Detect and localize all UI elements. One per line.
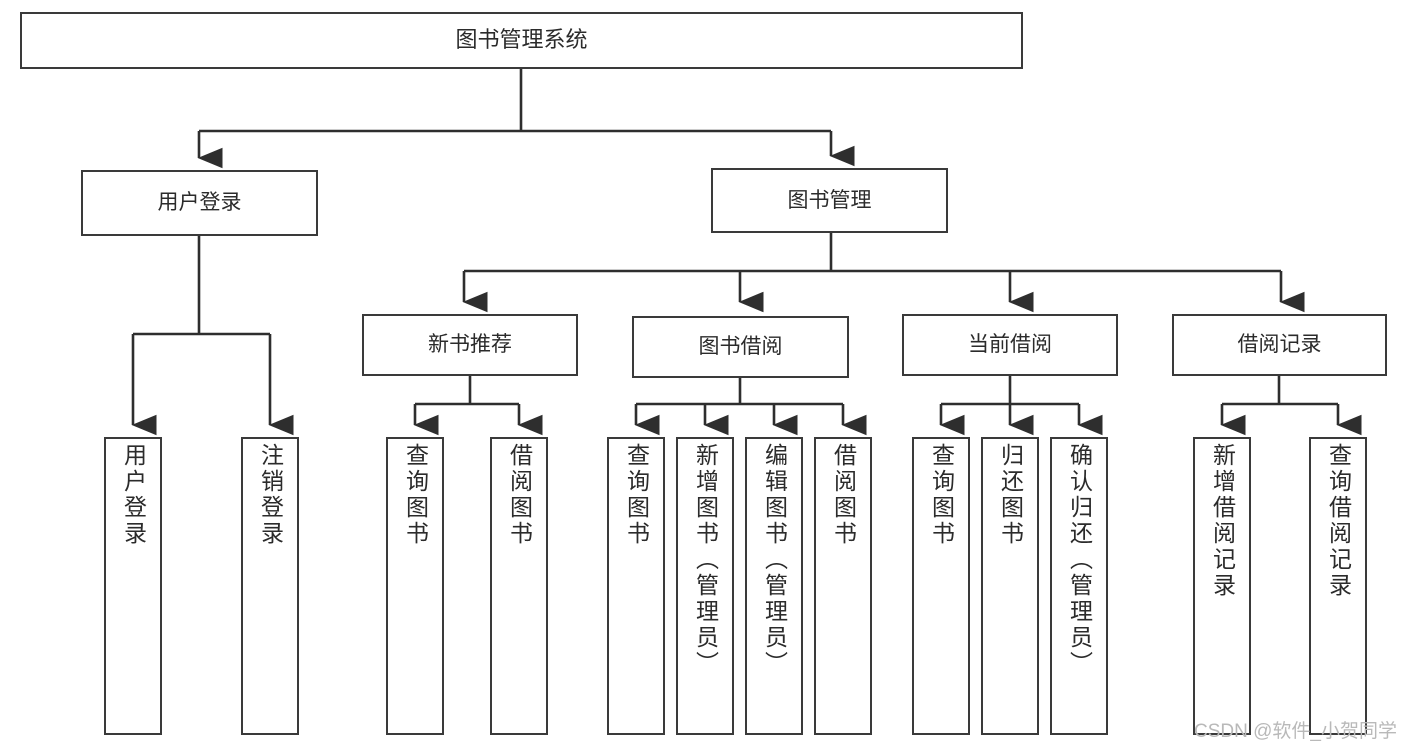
leaf-current-borrow-query[interactable]: 查询图书 [912, 437, 970, 735]
node-label: 注销登录 [257, 443, 284, 547]
node-label: 新增图书（管理员） [692, 443, 719, 677]
leaf-book-borrow-add[interactable]: 新增图书（管理员） [676, 437, 734, 735]
leaf-borrow-record-query[interactable]: 查询借阅记录 [1309, 437, 1367, 735]
node-label: 编辑图书（管理员） [761, 443, 788, 677]
leaf-current-borrow-return[interactable]: 归还图书 [981, 437, 1039, 735]
node-label: 查询图书 [402, 443, 429, 547]
node-label: 图书管理系统 [455, 27, 588, 53]
node-label: 借阅图书 [830, 443, 857, 547]
leaf-borrow-record-add[interactable]: 新增借阅记录 [1193, 437, 1251, 735]
node-label: 查询图书 [928, 443, 955, 547]
leaf-current-borrow-confirm-return[interactable]: 确认归还（管理员） [1050, 437, 1108, 735]
node-label: 用户登录 [120, 443, 147, 547]
leaf-new-book-query[interactable]: 查询图书 [386, 437, 444, 735]
node-label: 查询图书 [623, 443, 650, 547]
node-label: 用户登录 [157, 191, 242, 215]
node-label: 当前借阅 [968, 333, 1052, 357]
node-book-management[interactable]: 图书管理 [711, 168, 948, 233]
node-new-book-recommend[interactable]: 新书推荐 [362, 314, 578, 376]
node-current-borrow[interactable]: 当前借阅 [902, 314, 1118, 376]
node-root-system[interactable]: 图书管理系统 [20, 12, 1023, 69]
node-label: 归还图书 [997, 443, 1024, 547]
node-book-borrow[interactable]: 图书借阅 [632, 316, 849, 378]
node-borrow-record[interactable]: 借阅记录 [1172, 314, 1387, 376]
leaf-book-borrow-borrow[interactable]: 借阅图书 [814, 437, 872, 735]
node-label: 确认归还（管理员） [1066, 443, 1093, 677]
node-label: 查询借阅记录 [1325, 443, 1352, 599]
leaf-user-login-login[interactable]: 用户登录 [104, 437, 162, 735]
node-label: 借阅记录 [1237, 333, 1322, 357]
node-user-login[interactable]: 用户登录 [81, 170, 318, 236]
leaf-book-borrow-edit[interactable]: 编辑图书（管理员） [745, 437, 803, 735]
leaf-user-login-logout[interactable]: 注销登录 [241, 437, 299, 735]
leaf-new-book-borrow[interactable]: 借阅图书 [490, 437, 548, 735]
leaf-book-borrow-query[interactable]: 查询图书 [607, 437, 665, 735]
node-label: 新书推荐 [428, 333, 512, 357]
node-label: 图书借阅 [698, 335, 783, 359]
node-label: 新增借阅记录 [1209, 443, 1236, 599]
node-label: 借阅图书 [506, 443, 533, 547]
node-label: 图书管理 [787, 188, 872, 212]
